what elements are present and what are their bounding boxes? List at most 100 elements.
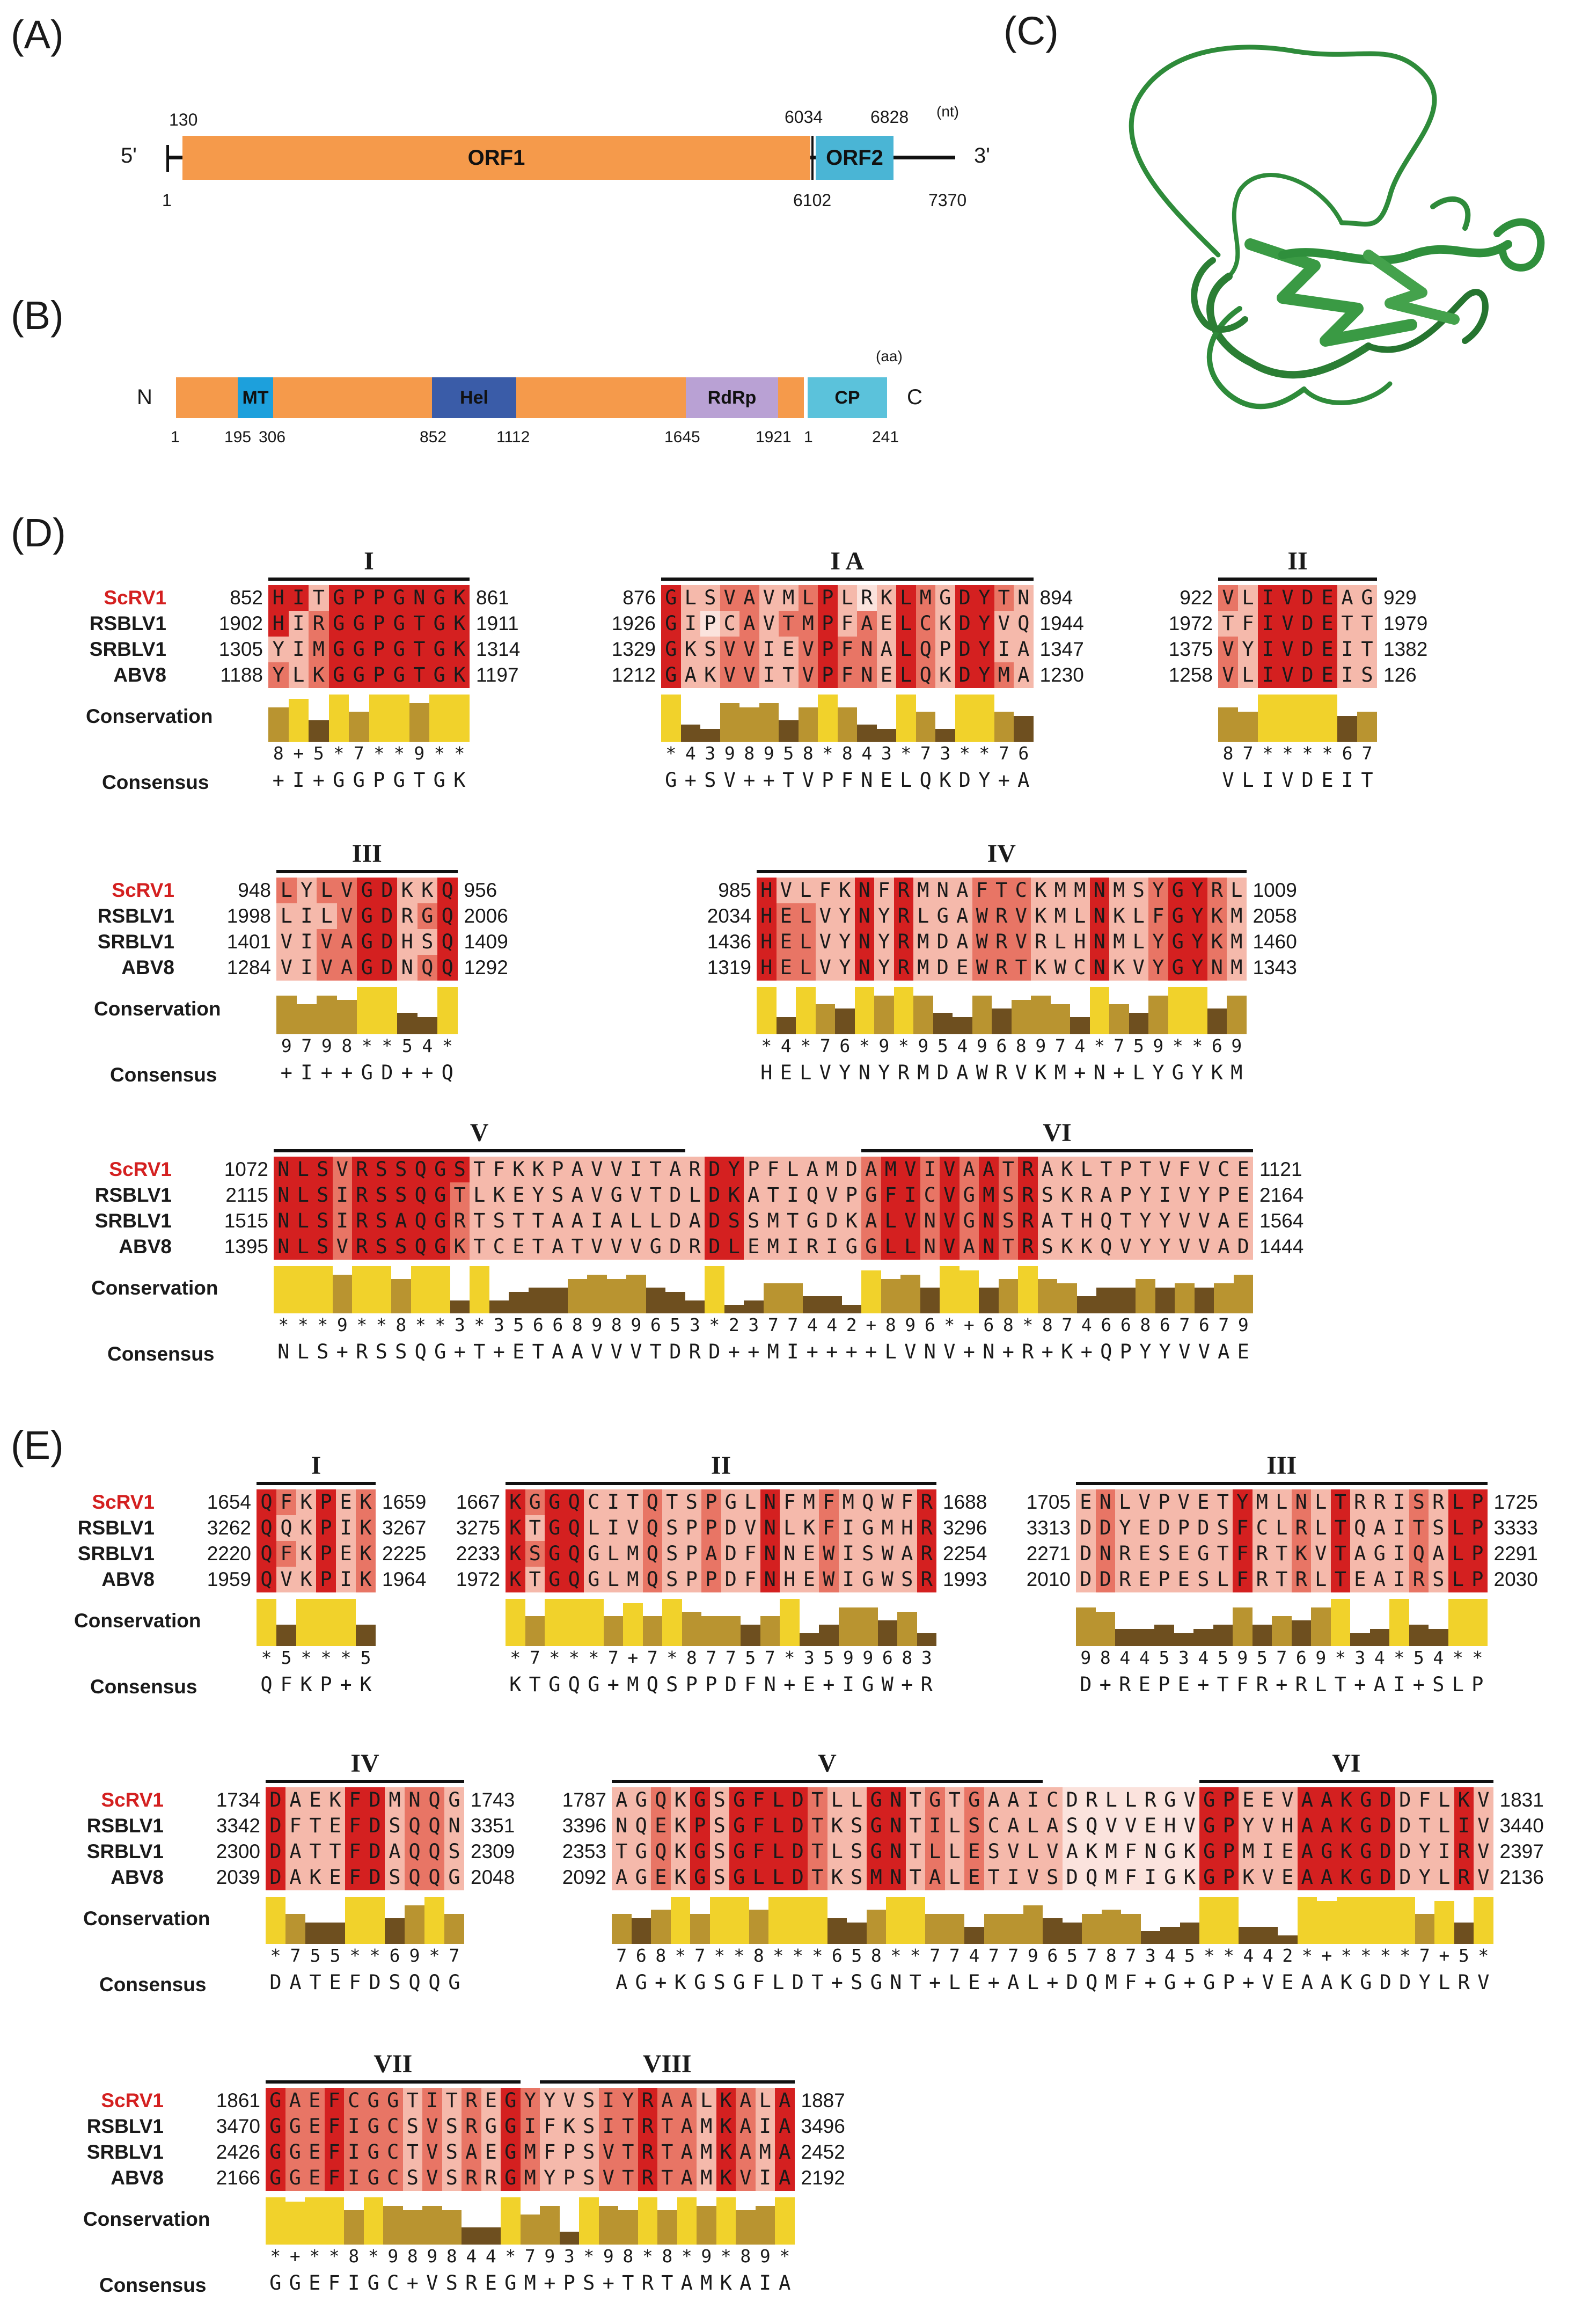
residue: E (744, 1234, 764, 1260)
start-position: 1667 (456, 1491, 500, 1513)
consensus-char: S (704, 769, 716, 792)
residue: L (1101, 1787, 1121, 1813)
residue: G (501, 2139, 521, 2165)
residue: L (827, 1787, 847, 1813)
residue: L (768, 1865, 788, 1890)
score-char: 6 (1295, 1647, 1307, 1668)
residue: S (662, 1541, 682, 1567)
conservation-bar (808, 1897, 827, 1944)
residue: R (1454, 1865, 1474, 1890)
residue: P (1468, 1567, 1488, 1592)
consensus-char: I (787, 1340, 799, 1363)
residue: Q (437, 878, 458, 903)
consensus-char: E (968, 1971, 980, 1994)
consensus-char: S (1432, 1673, 1445, 1696)
conservation-bar (293, 1266, 313, 1313)
conservation-bar (837, 707, 857, 742)
residue: N (933, 878, 953, 903)
score-char: * (773, 1945, 784, 1966)
residue: P (818, 637, 838, 662)
residue: R (1429, 1489, 1448, 1515)
residue: K (799, 1515, 819, 1541)
residue: T (808, 1839, 827, 1865)
residue: S (709, 1839, 729, 1865)
score-char: 3 (689, 1314, 700, 1335)
residue: K (506, 1489, 525, 1515)
conservation-bar (506, 1599, 525, 1646)
residue: S (371, 1208, 391, 1234)
consensus-char: + (763, 769, 775, 792)
end-position: 3333 (1493, 1517, 1538, 1539)
conservation-label: Conservation (74, 1610, 201, 1632)
consensus-char: R (465, 2271, 478, 2294)
score-char: * (454, 743, 465, 764)
conservation-bar (670, 1897, 690, 1944)
residue: S (371, 1157, 391, 1182)
conservation-bar (662, 1599, 682, 1646)
residue: G (545, 1567, 565, 1592)
residue: R (802, 1234, 822, 1260)
residue: V (336, 903, 357, 929)
conservation-bar (411, 1266, 430, 1313)
residue: L (1213, 1567, 1233, 1592)
score-char: * (505, 2246, 516, 2267)
residue: Y (1239, 1813, 1258, 1839)
residue: Y (1233, 1489, 1253, 1515)
residue: E (305, 2088, 325, 2114)
score-char: 6 (1342, 743, 1353, 764)
conservation-bar (779, 720, 799, 742)
residue: Q (642, 1515, 662, 1541)
residue: D (1298, 611, 1317, 637)
consensus-char: + (1074, 1061, 1086, 1084)
residue: D (365, 1787, 385, 1813)
residue: T (305, 1813, 325, 1839)
residue: I (422, 2088, 442, 2114)
residue: P (559, 2139, 579, 2165)
consensus-char: M (700, 2271, 713, 2294)
score-char: 7 (607, 1647, 619, 1668)
conservation-bar (603, 1616, 623, 1646)
residue: E (1278, 1865, 1298, 1890)
score-char: 5 (1256, 1647, 1268, 1668)
residue: T (808, 1813, 827, 1839)
conservation-bar (437, 987, 458, 1034)
conservation-bar (1057, 1283, 1077, 1313)
score-char: 4 (422, 1035, 433, 1056)
residue: R (352, 1234, 372, 1260)
score-char: 9 (603, 2246, 614, 2267)
score-char: 5 (513, 1314, 524, 1335)
residue: K (724, 1182, 744, 1208)
residue: C (720, 611, 739, 637)
consensus-char: A (779, 2271, 791, 2294)
consensus-char: G (588, 1673, 600, 1696)
residue: T (470, 1157, 489, 1182)
residue: K (1057, 1234, 1077, 1260)
conservation-bar (905, 1897, 925, 1944)
conservation-bar (336, 1599, 356, 1646)
consensus-char: P (373, 769, 385, 792)
residue: I (296, 903, 317, 929)
residue: R (1207, 878, 1227, 903)
residue: L (1115, 1489, 1135, 1515)
consensus-char: P (1158, 1673, 1170, 1696)
residue: Q (564, 1515, 584, 1541)
residue: T (409, 662, 429, 688)
score-char: 8 (407, 2246, 418, 2267)
residue: K (449, 585, 470, 611)
consensus-char: D (1301, 769, 1314, 792)
species-name: ABV8 (119, 1236, 172, 1258)
conservation-scores: *5***5 (257, 1647, 376, 1669)
residue: D (1076, 1567, 1096, 1592)
residue: M (1070, 878, 1090, 903)
consensus-char: N (277, 1340, 290, 1363)
residue: Q (1014, 611, 1034, 637)
residue: G (429, 585, 450, 611)
start-position: 1072 (224, 1158, 268, 1180)
residue: V (317, 929, 337, 955)
